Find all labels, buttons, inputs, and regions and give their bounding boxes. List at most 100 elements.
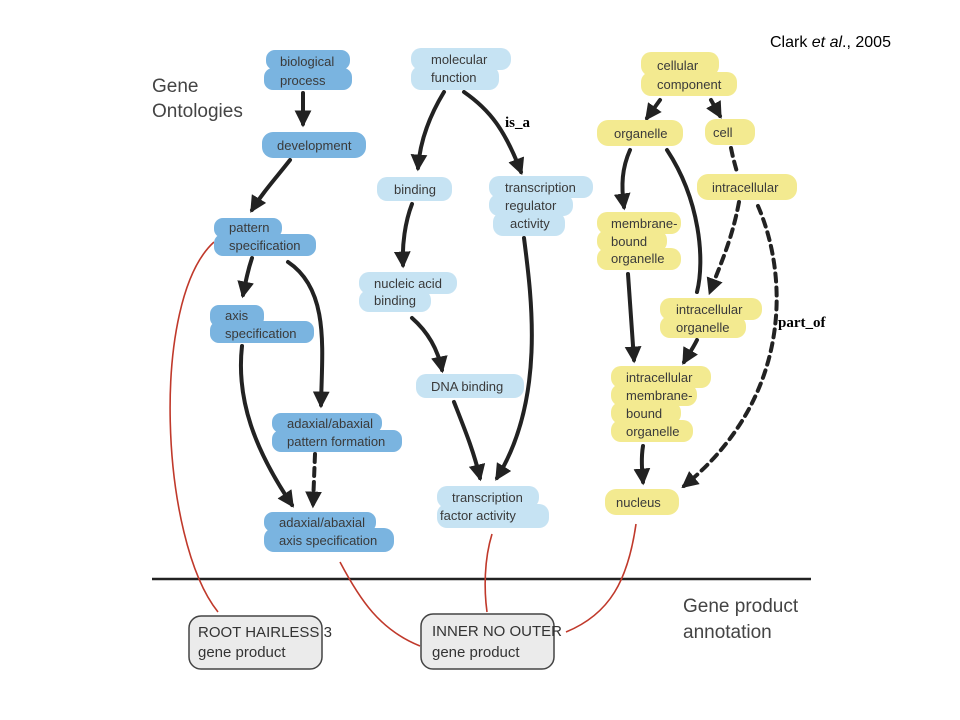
- arrow: [495, 236, 534, 481]
- node-cell: cell: [705, 119, 755, 145]
- gene-product-name: ROOT HAIRLESS 3: [198, 624, 332, 641]
- svg-text:DNA binding: DNA binding: [431, 379, 503, 394]
- annotation-link: [484, 533, 493, 613]
- svg-text:binding: binding: [394, 182, 436, 197]
- node-membrane-bound-organelle: membrane- bound organelle: [597, 212, 681, 270]
- arrow: [665, 148, 703, 294]
- annotation-link: [169, 241, 219, 613]
- svg-text:process: process: [280, 73, 326, 88]
- gene-ontologies-heading: Gene Ontologies: [152, 76, 243, 122]
- gene-product-inner-no-outer: INNER NO OUTER gene product: [420, 613, 562, 670]
- svg-text:axis: axis: [225, 308, 249, 323]
- node-nucleic-acid-binding: nucleic acid binding: [359, 272, 457, 312]
- node-transcription-factor-activity: transcription factor activity: [437, 486, 549, 528]
- svg-text:nucleic acid: nucleic acid: [374, 276, 442, 291]
- arrow: [645, 98, 662, 121]
- svg-text:organelle: organelle: [614, 126, 668, 141]
- arrow: [250, 158, 292, 213]
- node-axis-specification: axis specification: [210, 305, 314, 343]
- arrow: [624, 272, 642, 364]
- node-intracellular-membrane-bound-organelle: intracellular membrane- bound organelle: [611, 366, 711, 442]
- node-dna-binding: DNA binding: [416, 374, 524, 398]
- arrow: [706, 200, 741, 296]
- svg-text:activity: activity: [510, 216, 550, 231]
- svg-text:membrane-: membrane-: [626, 388, 692, 403]
- annotation-links: [169, 241, 637, 647]
- node-adaxial-abaxial-pattern-formation: adaxial/abaxial pattern formation: [272, 413, 402, 452]
- arrow: [410, 316, 448, 374]
- arrow: [613, 148, 632, 211]
- arrow: [237, 256, 254, 299]
- arrow: [729, 146, 739, 174]
- node-intracellular-organelle: intracellular organelle: [660, 298, 762, 338]
- svg-text:factor activity: factor activity: [440, 508, 516, 523]
- svg-text:bound: bound: [626, 406, 662, 421]
- heading-line: Gene: [152, 76, 198, 97]
- arrow: [393, 202, 414, 269]
- gene-product-type: gene product: [198, 644, 286, 661]
- node-pattern-specification: pattern specification: [214, 218, 316, 256]
- svg-text:intracellular: intracellular: [626, 370, 693, 385]
- svg-text:pattern: pattern: [229, 220, 269, 235]
- cellular-component-nodes: cellular component organelle cell intrac…: [597, 52, 797, 515]
- svg-text:regulator: regulator: [505, 198, 557, 213]
- svg-text:adaxial/abaxial: adaxial/abaxial: [287, 416, 373, 431]
- node-organelle: organelle: [597, 120, 683, 146]
- node-biological-process: biological process: [264, 50, 352, 90]
- svg-text:axis specification: axis specification: [279, 533, 377, 548]
- svg-text:nucleus: nucleus: [616, 495, 661, 510]
- svg-text:organelle: organelle: [611, 251, 665, 266]
- gene-product-name: INNER NO OUTER: [432, 623, 562, 640]
- gene-product-annotation-heading: Gene product annotation: [683, 596, 799, 643]
- svg-text:cellular: cellular: [657, 58, 699, 73]
- arrow: [633, 444, 651, 486]
- svg-text:adaxial/abaxial: adaxial/abaxial: [279, 515, 365, 530]
- svg-text:function: function: [431, 70, 477, 85]
- node-binding: binding: [377, 177, 452, 201]
- arrow: [706, 98, 722, 119]
- annotation-link: [565, 523, 637, 633]
- molecular-function-nodes: molecular function binding nucleic acid …: [359, 48, 593, 528]
- svg-text:development: development: [277, 138, 352, 153]
- node-cellular-component: cellular component: [641, 52, 737, 96]
- arrow: [410, 90, 446, 172]
- gene-product-root-hairless-3: ROOT HAIRLESS 3 gene product: [188, 615, 332, 670]
- node-adaxial-abaxial-axis-specification: adaxial/abaxial axis specification: [264, 512, 394, 552]
- is-a-label: is_a: [505, 115, 531, 131]
- arrow: [462, 90, 525, 176]
- heading-line: Ontologies: [152, 101, 243, 122]
- arrow: [681, 204, 779, 489]
- svg-text:bound: bound: [611, 234, 647, 249]
- heading-line: annotation: [683, 622, 772, 643]
- arrow: [452, 400, 486, 482]
- svg-text:component: component: [657, 77, 722, 92]
- arrow: [238, 344, 294, 508]
- svg-text:cell: cell: [713, 125, 733, 140]
- node-development: development: [262, 132, 366, 158]
- node-nucleus: nucleus: [605, 489, 679, 515]
- ontology-arrows: [237, 90, 779, 509]
- node-intracellular: intracellular: [697, 174, 797, 200]
- arrow: [286, 260, 330, 409]
- svg-text:intracellular: intracellular: [712, 180, 779, 195]
- svg-text:specification: specification: [229, 238, 301, 253]
- svg-text:transcription: transcription: [452, 490, 523, 505]
- arrow: [682, 338, 699, 365]
- arrow: [305, 452, 322, 509]
- svg-text:intracellular: intracellular: [676, 302, 743, 317]
- annotation-link: [339, 561, 421, 647]
- svg-text:specification: specification: [225, 326, 297, 341]
- svg-text:biological: biological: [280, 54, 334, 69]
- svg-text:organelle: organelle: [626, 424, 680, 439]
- citation: Clark et al., 2005: [770, 34, 891, 51]
- heading-line: Gene product: [683, 596, 799, 617]
- svg-text:transcription: transcription: [505, 180, 576, 195]
- node-transcription-regulator-activity: transcription regulator activity: [489, 176, 593, 236]
- svg-text:binding: binding: [374, 293, 416, 308]
- node-molecular-function: molecular function: [411, 48, 511, 90]
- gene-product-type: gene product: [432, 644, 520, 661]
- svg-text:pattern formation: pattern formation: [287, 434, 385, 449]
- svg-text:organelle: organelle: [676, 320, 730, 335]
- svg-text:molecular: molecular: [431, 52, 488, 67]
